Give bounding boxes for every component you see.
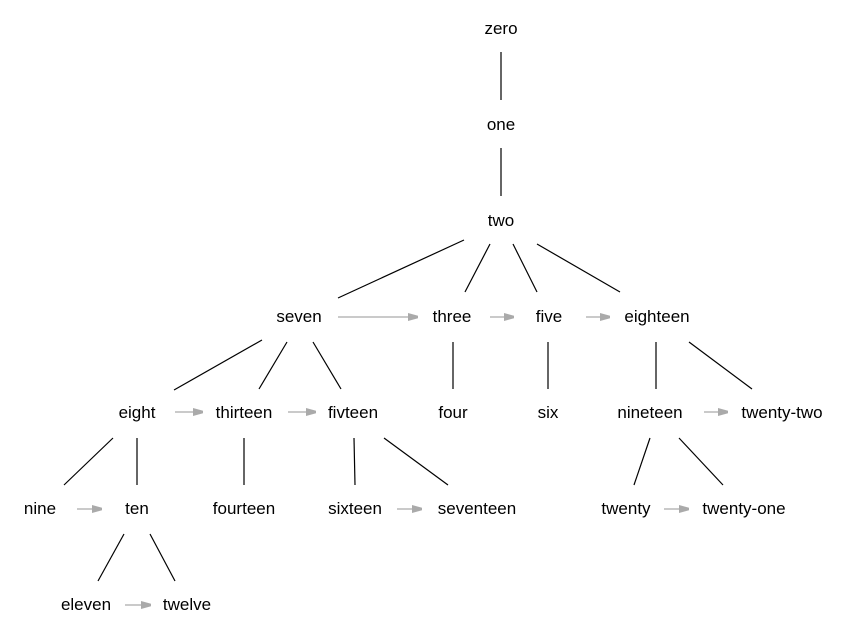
node-two: two [488,211,514,230]
edge-two-seven [337,239,465,299]
node-seventeen: seventeen [438,499,516,518]
node-eighteen: eighteen [624,307,689,326]
node-eight: eight [119,403,156,422]
node-six: six [538,403,559,422]
edge-two-five [512,243,538,293]
node-seven: seven [276,307,321,326]
node-zero: zero [484,19,517,38]
node-three: three [433,307,472,326]
node-twelve: twelve [163,595,211,614]
node-four: four [438,403,468,422]
node-five: five [536,307,562,326]
edge-seven-eight [173,339,263,391]
node-nineteen: nineteen [617,403,682,422]
edge-fivteen-sixteen [353,437,356,486]
edge-seven-fivteen [312,341,342,390]
edge-eight-nine [63,437,114,486]
node-twenty-two: twenty-two [741,403,822,422]
node-fivteen: fivteen [328,403,378,422]
node-twenty-one: twenty-one [702,499,785,518]
node-sixteen: sixteen [328,499,382,518]
edge-nineteen-twenty [633,437,651,486]
node-twenty: twenty [601,499,651,518]
node-nine: nine [24,499,56,518]
edge-two-eighteen [536,243,621,293]
edge-nineteen-twenty-one [678,437,724,486]
node-fourteen: fourteen [213,499,275,518]
edge-seven-thirteen [258,341,288,390]
node-ten: ten [125,499,149,518]
edge-ten-twelve [149,533,176,582]
node-eleven: eleven [61,595,111,614]
node-one: one [487,115,515,134]
edge-eighteen-twenty-two [688,341,753,390]
edge-fivteen-seventeen [383,437,449,486]
node-thirteen: thirteen [216,403,273,422]
edge-two-three [464,243,491,293]
edge-ten-eleven [97,533,125,582]
